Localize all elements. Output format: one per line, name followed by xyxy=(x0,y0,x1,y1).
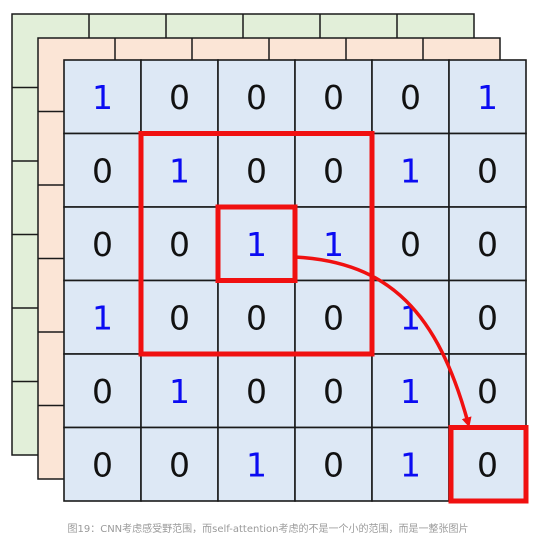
grid-cell xyxy=(217,353,296,429)
cell-value: 0 xyxy=(246,151,267,190)
cell-value: 1 xyxy=(169,151,190,190)
cell-value: 0 xyxy=(323,372,344,411)
cell-value: 1 xyxy=(477,78,498,117)
grid-cell xyxy=(448,206,527,282)
attention-arrow xyxy=(294,255,472,428)
cell-value: 0 xyxy=(169,298,190,337)
cell-value: 1 xyxy=(92,298,113,337)
receptive-field-box xyxy=(138,131,375,357)
cell-value: 1 xyxy=(169,372,190,411)
cell-value: 1 xyxy=(400,445,421,484)
cell-value: 0 xyxy=(400,225,421,264)
grid-cell xyxy=(63,59,142,135)
cell-value: 0 xyxy=(92,372,113,411)
cell-value: 1 xyxy=(323,225,344,264)
grid-cell xyxy=(371,279,450,355)
cell-value: 0 xyxy=(92,151,113,190)
cell-value: 0 xyxy=(92,445,113,484)
highlight-overlay xyxy=(138,131,529,504)
grid-cell xyxy=(140,426,219,502)
cell-value: 0 xyxy=(323,78,344,117)
cell-value: 0 xyxy=(323,445,344,484)
cell-value: 0 xyxy=(169,445,190,484)
cell-value: 1 xyxy=(92,78,113,117)
grid-cell xyxy=(294,59,373,135)
grid-cell xyxy=(217,426,296,502)
cell-value: 0 xyxy=(92,225,113,264)
grid-cell xyxy=(448,59,527,135)
cell-value: 0 xyxy=(323,298,344,337)
cell-value: 0 xyxy=(169,78,190,117)
cell-value: 0 xyxy=(169,225,190,264)
grid-cell xyxy=(448,132,527,208)
cell-value: 0 xyxy=(246,298,267,337)
target-cell-box xyxy=(448,425,529,504)
cell-value: 1 xyxy=(400,298,421,337)
cell-value: 0 xyxy=(477,151,498,190)
grid-cell xyxy=(217,132,296,208)
grid-cell xyxy=(294,426,373,502)
cell-value: 1 xyxy=(400,372,421,411)
grid-cell xyxy=(294,206,373,282)
grid-cell xyxy=(448,353,527,429)
cell-value: 0 xyxy=(477,445,498,484)
grid-cell xyxy=(294,132,373,208)
cell-value: 1 xyxy=(400,151,421,190)
grid-cell xyxy=(63,206,142,282)
grid-cell xyxy=(371,206,450,282)
cell-value: 0 xyxy=(246,78,267,117)
center-cell-box xyxy=(215,204,298,283)
cell-value: 1 xyxy=(246,445,267,484)
grid-cell xyxy=(371,353,450,429)
figure-caption: 图19：CNN考虑感受野范围，而self-attention考虑的不是一个小的范… xyxy=(67,524,469,535)
cell-value: 0 xyxy=(477,225,498,264)
cell-value: 0 xyxy=(477,372,498,411)
cell-value: 0 xyxy=(246,372,267,411)
grid-cell xyxy=(63,426,142,502)
grid-cell xyxy=(217,206,296,282)
cell-value: 1 xyxy=(246,225,267,264)
grid-cell xyxy=(294,353,373,429)
grid-cell xyxy=(63,353,142,429)
cell-value: 0 xyxy=(477,298,498,337)
grid-cell xyxy=(371,426,450,502)
cell-value: 0 xyxy=(323,151,344,190)
front-feature-grid: 1 0 0 0 0 1 0 1 0 0 1 0 0 0 1 1 0 0 1 0 0 0 1 0 0 1 0 0 1 0 0 0 1 0 1 0 xyxy=(63,59,527,502)
cell-value: 0 xyxy=(400,78,421,117)
